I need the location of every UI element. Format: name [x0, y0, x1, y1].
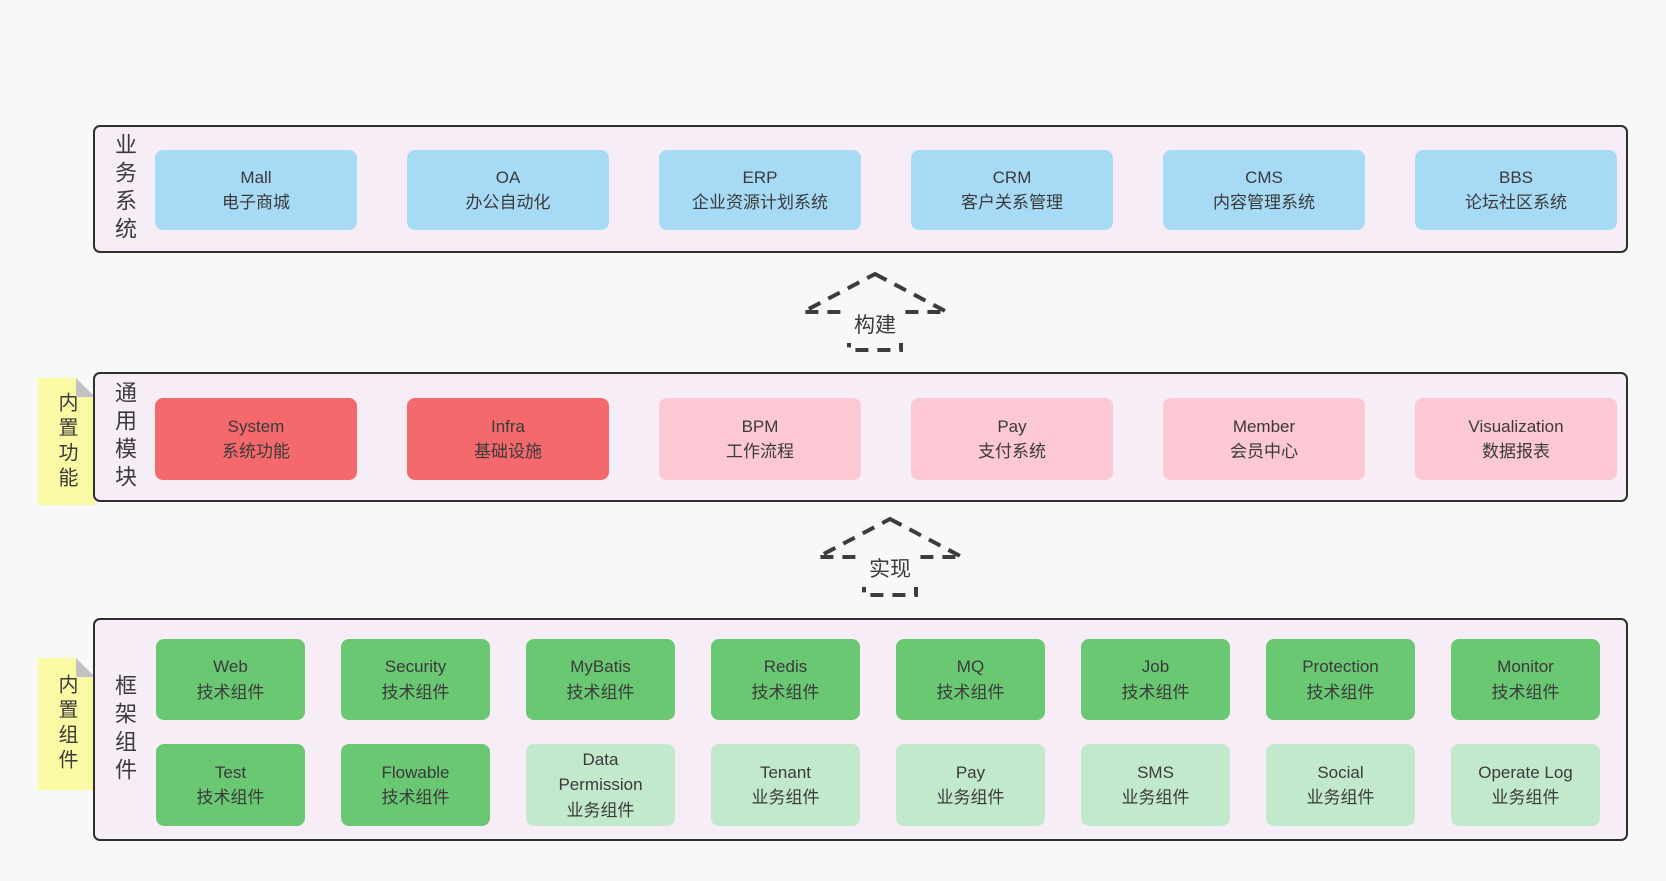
box-security: Security 技术组件 — [341, 639, 490, 720]
box-mq: MQ 技术组件 — [896, 639, 1045, 720]
box-bbs: BBS 论坛社区系统 — [1415, 150, 1617, 230]
layer-common-modules: 通用模块 System 系统功能 Infra 基础设施 BPM 工作流程 Pay… — [93, 372, 1628, 502]
box-monitor: Monitor 技术组件 — [1451, 639, 1600, 720]
build-arrow-icon — [802, 271, 948, 352]
box-infra: Infra 基础设施 — [407, 398, 609, 480]
box-bpm: BPM 工作流程 — [659, 398, 861, 480]
box-crm: CRM 客户关系管理 — [911, 150, 1113, 230]
box-system: System 系统功能 — [155, 398, 357, 480]
implement-arrow-label: 实现 — [860, 549, 920, 587]
box-pay: Pay 支付系统 — [911, 398, 1113, 480]
box-mybatis: MyBatis 技术组件 — [526, 639, 675, 720]
box-job: Job 技术组件 — [1081, 639, 1230, 720]
box-protection: Protection 技术组件 — [1266, 639, 1415, 720]
sticky-note-built-in-components: 内置组件 — [38, 658, 95, 790]
layer-framework-components: 框架组件 Web 技术组件 Security 技术组件 MyBatis 技术组件… — [93, 618, 1628, 841]
layer-business-systems-label: 业务系统 — [112, 133, 137, 245]
sticky-note-built-in-features: 内置功能 — [38, 378, 95, 505]
box-data-permission: Data Permission 业务组件 — [526, 744, 675, 826]
box-visualization: Visualization 数据报表 — [1415, 398, 1617, 480]
box-test: Test 技术组件 — [156, 744, 305, 826]
layer-business-systems: 业务系统 Mall 电子商城 OA 办公自动化 ERP 企业资源计划系统 CRM… — [93, 125, 1628, 253]
box-web: Web 技术组件 — [156, 639, 305, 720]
box-erp: ERP 企业资源计划系统 — [659, 150, 861, 230]
box-flowable: Flowable 技术组件 — [341, 744, 490, 826]
layer-common-modules-label: 通用模块 — [112, 381, 137, 493]
build-arrow-label: 构建 — [845, 305, 905, 343]
layer-framework-components-label: 框架组件 — [112, 673, 137, 786]
implement-arrow-icon — [817, 516, 963, 597]
box-oa: OA 办公自动化 — [407, 150, 609, 230]
box-redis: Redis 技术组件 — [711, 639, 860, 720]
box-member: Member 会员中心 — [1163, 398, 1365, 480]
box-social: Social 业务组件 — [1266, 744, 1415, 826]
box-operate-log: Operate Log 业务组件 — [1451, 744, 1600, 826]
box-mall: Mall 电子商城 — [155, 150, 357, 230]
box-cms: CMS 内容管理系统 — [1163, 150, 1365, 230]
box-tenant: Tenant 业务组件 — [711, 744, 860, 826]
box-pay-component: Pay 业务组件 — [896, 744, 1045, 826]
box-sms: SMS 业务组件 — [1081, 744, 1230, 826]
